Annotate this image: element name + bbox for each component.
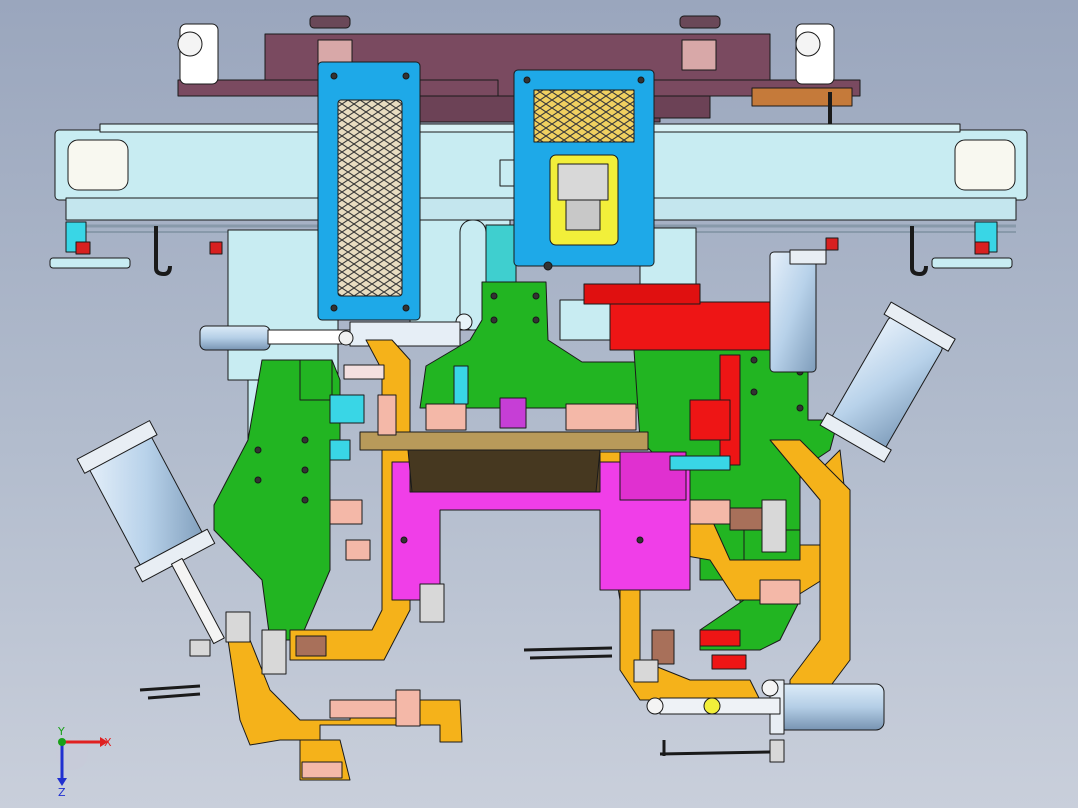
cyan-locators xyxy=(329,365,731,471)
tie-rods xyxy=(189,499,787,763)
coordinate-triad: X Y Z xyxy=(56,725,112,799)
left-angled-cylinder xyxy=(76,420,225,645)
right-blue-cover xyxy=(499,69,655,271)
tan-clamp-bar xyxy=(359,397,649,493)
pink-clamp-pads xyxy=(295,364,801,727)
left-green-bracket xyxy=(213,359,341,641)
y-axis-label: Y xyxy=(57,725,65,738)
x-axis-label: X xyxy=(104,736,112,749)
z-axis-label: Z xyxy=(58,786,66,799)
bottom-horizontal-cylinder xyxy=(646,679,885,735)
right-angled-cylinder xyxy=(819,301,956,463)
support-rods xyxy=(139,646,771,756)
right-vertical-cylinder xyxy=(769,249,827,373)
left-blue-cover xyxy=(317,61,421,321)
